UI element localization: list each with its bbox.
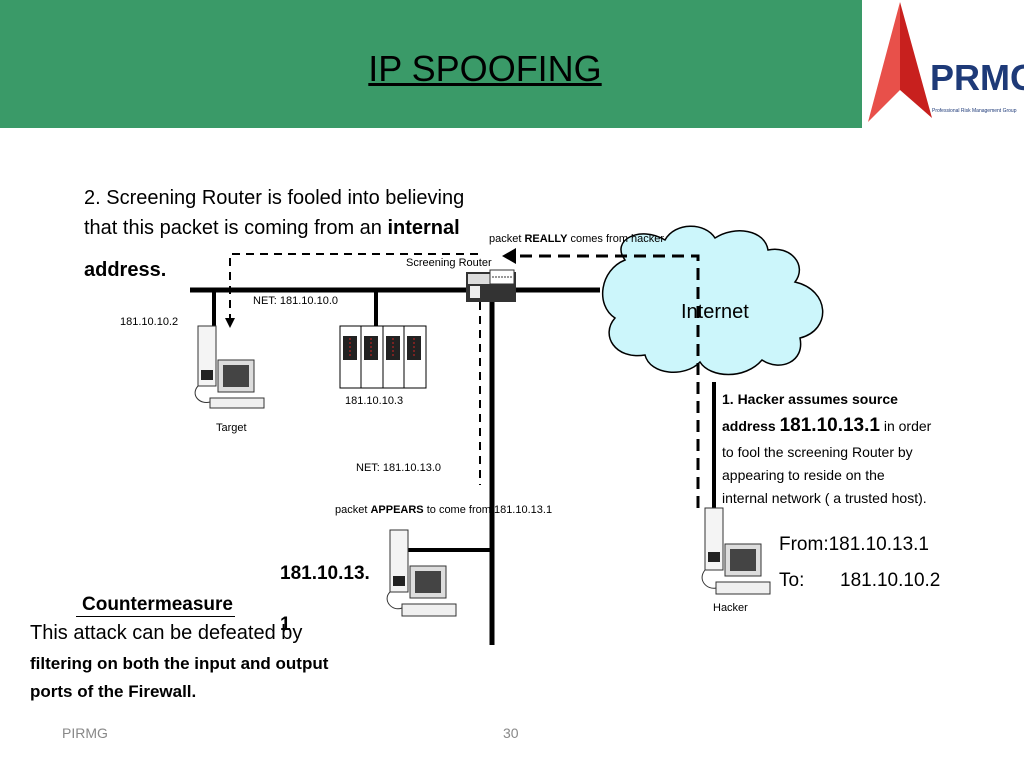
intro-line1: 2. Screening Router is fooled into belie… [84, 187, 465, 209]
really-post: comes from hacker [567, 233, 665, 245]
from-label: From: [779, 534, 829, 555]
packet-arrow-down [225, 318, 235, 328]
server-rack [339, 325, 427, 389]
prmg-logo: PRMG Professional Risk Management Group [862, 0, 1024, 128]
target-label: Target [216, 422, 247, 434]
title-banner [0, 0, 862, 128]
intro-line2: that this packet is coming from an inter… [84, 213, 460, 243]
hacker-note-bold1: 1. Hacker assumes source [722, 391, 898, 407]
appears-bold: APPEARS [370, 504, 424, 516]
internet-cloud [601, 225, 824, 376]
hacker-label: Hacker [713, 602, 748, 614]
target-ip-label: 181.10.10.2 [120, 316, 179, 328]
hacker-note-line2: address 181.10.13.1 in order [722, 414, 931, 438]
intro-line3-bold: address. [84, 259, 167, 281]
hacker-computer [701, 507, 771, 595]
really-pre: packet [489, 233, 525, 245]
countermeasure-heading: Countermeasure [76, 594, 235, 617]
page-number: 30 [503, 725, 519, 741]
host-computer [386, 529, 457, 617]
packet-arrow-left [502, 248, 516, 264]
footer-left: PIRMG [62, 725, 108, 741]
host-ip-line1: 181.10.13. [280, 563, 370, 584]
hacker-note-line3: to fool the screening Router by [722, 444, 913, 460]
packet-really-label: packet REALLY comes from hacker [489, 233, 664, 245]
screening-router-device [466, 269, 516, 302]
target-computer [194, 325, 265, 409]
logo-text: PRMG [930, 57, 1024, 98]
hacker-note-line5: internal network ( a trusted host). [722, 490, 927, 506]
intro-line3: address. [84, 255, 166, 285]
hacker-note-ip: 181.10.13.1 [779, 415, 880, 436]
appears-pre: packet [335, 504, 371, 516]
host-ip-line2: 1 [280, 614, 291, 635]
hacker-note-bold2: address [722, 418, 780, 434]
really-bold: REALLY [524, 233, 568, 245]
logo-graphic: PRMG Professional Risk Management Group [868, 2, 1024, 122]
net-b-label: NET: 181.10.13.0 [356, 462, 442, 474]
countermeasure-line3: ports of the Firewall. [30, 682, 197, 701]
hacker-note-line4: appearing to reside on the [722, 467, 885, 483]
screening-router-label: Screening Router [406, 257, 492, 269]
server-ip-label: 181.10.10.3 [345, 395, 404, 407]
appears-post: to come from 181.10.13.1 [423, 504, 553, 516]
countermeasure-line1: This attack can be defeated by [30, 622, 303, 644]
hacker-note-line1: 1. Hacker assumes source [722, 388, 898, 411]
countermeasure-line2: filtering on both the input and output [30, 654, 329, 673]
to-value: 181.10.10.2 [840, 570, 941, 591]
packet-to: To: 181.10.10.2 [779, 566, 940, 596]
packet-from: From:181.10.13.1 [779, 530, 929, 560]
from-value: 181.10.13.1 [828, 534, 929, 555]
intro-line2-text: that this packet is coming from an [84, 217, 388, 239]
to-label: To: [779, 570, 805, 591]
slide-title: IP SPOOFING [368, 48, 602, 89]
logo-subtext: Professional Risk Management Group [932, 108, 1017, 114]
hacker-note-line2-post: in order [879, 418, 932, 434]
intro-line2-bold: internal [387, 217, 460, 239]
net-a-label: NET: 181.10.10.0 [253, 295, 339, 307]
hacker-packet-dashed [520, 254, 700, 508]
packet-appears-label: packet APPEARS to come from 181.10.13.1 [335, 504, 552, 516]
internet-label: Internet [681, 301, 749, 323]
